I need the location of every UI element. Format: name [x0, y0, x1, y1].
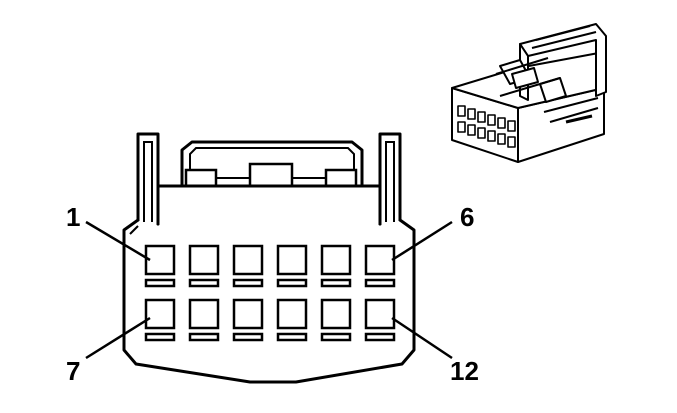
- cavity-5: [320, 244, 352, 276]
- cavity-11: [320, 298, 352, 330]
- right-guide-rail: [378, 132, 402, 226]
- connector-body-outline: [122, 184, 416, 384]
- cavity-10: [276, 298, 308, 330]
- connector-face-view: 1 6 7 12: [66, 132, 479, 386]
- leader-pin-12: [391, 316, 453, 360]
- cavity-12: [364, 298, 396, 330]
- cavity-1: [144, 244, 176, 276]
- cavity-7: [144, 298, 176, 330]
- pin-label-6: 6: [460, 202, 474, 232]
- pin-label-7: 7: [66, 356, 80, 386]
- cavity-8: [188, 298, 220, 330]
- cavity-9: [232, 298, 264, 330]
- cavity-4: [276, 244, 308, 276]
- cavity-row-2: [144, 298, 396, 342]
- cavity-3: [232, 244, 264, 276]
- cavity-2: [188, 244, 220, 276]
- latch-tab-left: [184, 168, 218, 188]
- cavity-6: [364, 244, 396, 276]
- latch-tab-right: [324, 168, 358, 188]
- pin-label-1: 1: [66, 202, 80, 232]
- leader-pin-1: [85, 220, 151, 262]
- top-latch-housing: [180, 140, 364, 188]
- leader-pin-7: [85, 316, 151, 360]
- leader-pin-6: [391, 220, 453, 262]
- latch-tab-center: [248, 162, 294, 188]
- connector-3d-view: [451, 23, 607, 163]
- cavity-row-1: [144, 244, 396, 288]
- connector-3d-cavities: [457, 105, 516, 148]
- pin-label-12: 12: [450, 356, 479, 386]
- left-guide-rail: [136, 132, 160, 226]
